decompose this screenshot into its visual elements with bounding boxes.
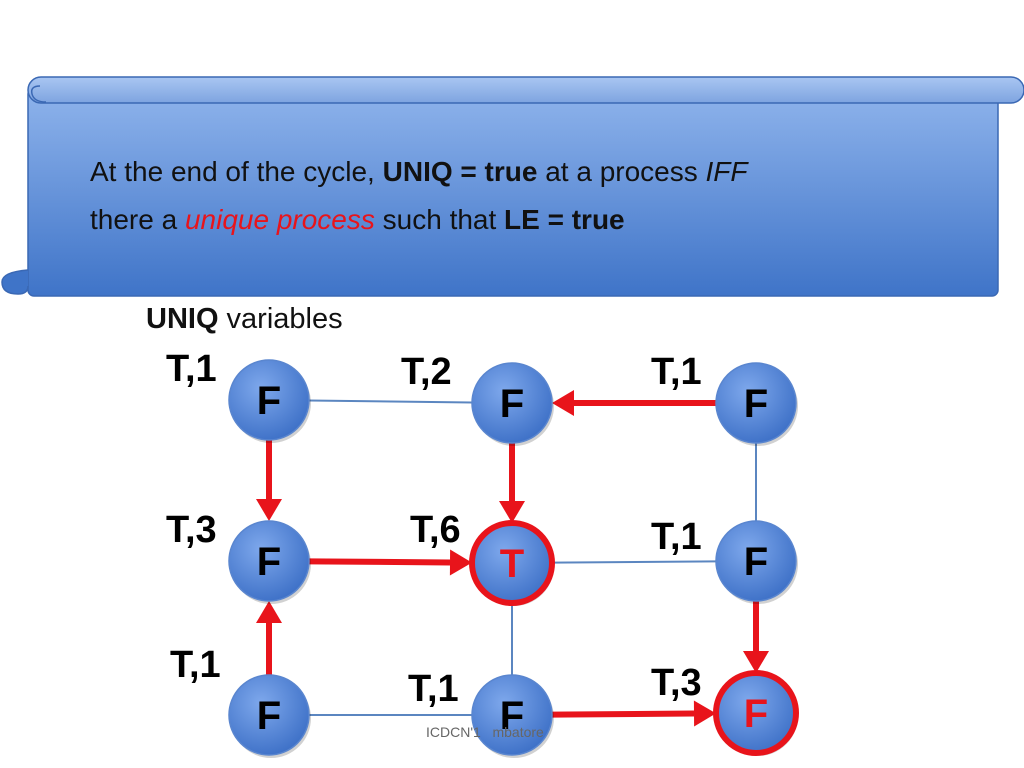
- node-value-n9: F: [744, 692, 768, 736]
- process-node: T: [469, 520, 555, 606]
- node-value-n1: F: [257, 379, 281, 423]
- node-pair-label-n6: T,1: [651, 516, 702, 558]
- process-node: F: [471, 674, 554, 758]
- node-pair-label-n4: T,3: [166, 509, 217, 551]
- edge-n6-n9-arrow: [743, 601, 769, 673]
- edge-n1-n2: [308, 399, 473, 404]
- node-pair-label-n7: T,1: [170, 644, 221, 686]
- node-pair-label-n5: T,6: [410, 509, 461, 551]
- node-pair-label-n1: T,1: [166, 348, 217, 390]
- edge-n4-n5-arrow: [308, 549, 473, 576]
- node-circle-n4: [228, 520, 310, 602]
- banner-text-2: at a process: [537, 156, 706, 187]
- process-node: F: [228, 359, 311, 443]
- node-pair-label-n3: T,1: [651, 351, 702, 393]
- node-value-n7: F: [257, 694, 281, 738]
- node-circle-n1: [228, 359, 310, 441]
- banner-statement: At the end of the cycle, UNIQ = true at …: [90, 148, 970, 244]
- process-node: F: [713, 670, 799, 756]
- footer-text: ICDCN'1: [426, 724, 481, 740]
- process-node: F: [715, 520, 798, 604]
- node-pair-label-n2: T,2: [401, 351, 452, 393]
- uniq-label-bold: UNIQ: [146, 303, 219, 335]
- process-node: F: [228, 674, 311, 758]
- unique-process-text: unique process: [184, 204, 375, 235]
- iff-text: IFF: [705, 156, 748, 187]
- edge-n1-n4-arrow: [256, 440, 282, 521]
- process-node: F: [228, 520, 311, 604]
- le-true-text: LE = true: [504, 204, 625, 235]
- footer-text-tail: mbatore: [492, 724, 544, 740]
- uniq-true-text: UNIQ = true: [382, 156, 538, 187]
- node-circle-n5: [469, 520, 555, 606]
- edge-n2-n5-arrow: [499, 443, 525, 523]
- banner-text-4: such that: [374, 204, 505, 235]
- edge-n3-n2-arrow: [552, 390, 716, 416]
- node-circle-n6: [715, 520, 797, 602]
- node-circle-n2: [471, 362, 553, 444]
- node-circle-n8: [471, 674, 553, 756]
- edge-n8-n9-arrow: [551, 700, 717, 727]
- node-value-n6: F: [744, 540, 768, 584]
- banner-text-3: there a: [90, 204, 185, 235]
- process-node: F: [471, 362, 554, 446]
- banner-text-1: At the end of the cycle,: [90, 156, 383, 187]
- node-circle-n3: [715, 362, 797, 444]
- node-value-n2: F: [500, 382, 524, 426]
- node-value-n5: T: [500, 542, 524, 586]
- edge-n7-n4-arrow: [256, 601, 282, 675]
- node-pair-label-n8: T,1: [408, 668, 459, 710]
- node-circle-n9: [713, 670, 799, 756]
- footer-note: ICDCN'1 mbatore: [426, 724, 544, 740]
- process-node: F: [715, 362, 798, 446]
- uniq-variables-label: UNIQ variables: [146, 303, 343, 336]
- edge-n5-n6: [551, 560, 717, 564]
- node-value-n8: F: [500, 694, 524, 738]
- node-circle-n7: [228, 674, 310, 756]
- node-pair-label-n9: T,3: [651, 662, 702, 704]
- uniq-label-rest: variables: [218, 303, 343, 335]
- node-value-n3: F: [744, 382, 768, 426]
- node-value-n4: F: [257, 540, 281, 584]
- scroll-banner: [1, 76, 1024, 297]
